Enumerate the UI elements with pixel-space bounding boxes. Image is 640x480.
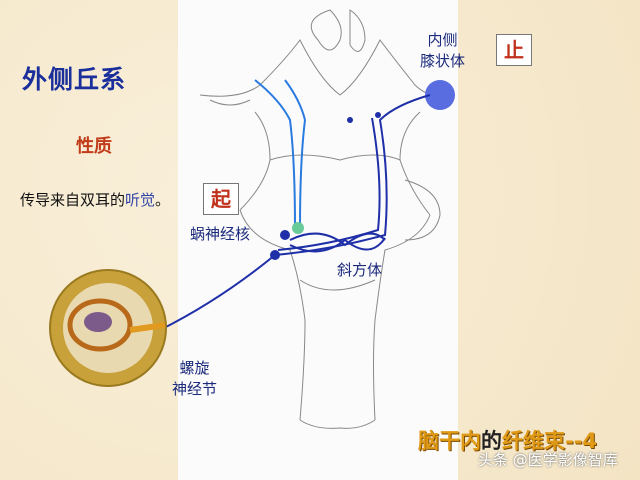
description-suffix: 。 xyxy=(155,191,171,209)
cochlear-nucleus-ventral xyxy=(270,250,280,260)
start-box: 起 xyxy=(203,183,239,215)
cochlear-nucleus-label: 蜗神经核 xyxy=(190,225,251,243)
spiral-ganglion-label: 螺旋神经节 xyxy=(172,358,217,400)
cochlear-nucleus-dorsal xyxy=(292,222,304,234)
brainstem-outline xyxy=(199,9,456,429)
contralateral-pathway xyxy=(254,79,307,229)
description: 传导来自双耳的听觉。 xyxy=(20,189,170,210)
label-line: 螺旋 xyxy=(179,359,210,377)
watermark: 头条 @医学影像智库 xyxy=(478,451,618,469)
medial-geniculate-body xyxy=(425,80,455,110)
cochlear-nucleus-marker xyxy=(280,230,290,240)
footer-part: 的 xyxy=(481,429,502,453)
end-box: 止 xyxy=(496,34,532,66)
label-line: 内侧 xyxy=(427,31,458,49)
description-highlight: 听觉 xyxy=(125,191,156,209)
slide-title: 外侧丘系 xyxy=(22,65,127,94)
description-text: 传导来自双耳的 xyxy=(20,191,126,209)
property-label: 性质 xyxy=(76,136,112,157)
footer-part: 纤维束--4 xyxy=(502,429,598,453)
label-line: 神经节 xyxy=(172,380,218,398)
trapezoid-body-label: 斜方体 xyxy=(337,261,383,279)
footer-title: 脑干内的纤维束--4 xyxy=(418,425,597,455)
footer-part: 脑干内 xyxy=(418,429,481,453)
label-line: 膝状体 xyxy=(420,52,466,70)
cochlea-illustration xyxy=(49,269,167,387)
medial-geniculate-label: 内侧膝状体 xyxy=(420,30,465,72)
lateral-lemniscus-pathway xyxy=(159,94,431,331)
